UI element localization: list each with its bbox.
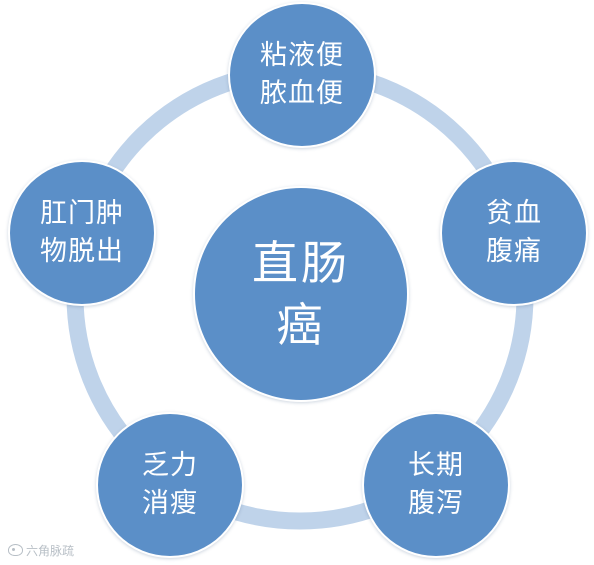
node-label-line: 消瘦 — [142, 488, 198, 519]
watermark-text: 六角脉疏 — [26, 543, 75, 558]
symptom-node-anal-mass-prolapse: 肛门肿 物脱出 — [8, 160, 156, 306]
symptom-node-anemia-abdominal-pain: 贫血 腹痛 — [440, 160, 588, 306]
node-label-line: 贫血 — [486, 198, 542, 229]
center-label-line: 癌 — [276, 298, 326, 352]
node-label-line: 腹泻 — [408, 488, 464, 519]
center-node-rectal-cancer: 直肠 癌 — [193, 186, 409, 402]
node-label-line: 肛门肿 — [40, 198, 124, 229]
node-label-line: 腹痛 — [486, 236, 542, 267]
node-label-line: 长期 — [408, 450, 464, 481]
symptom-node-chronic-diarrhea: 长期 腹泻 — [362, 412, 510, 558]
center-label-line: 直肠 — [252, 236, 350, 290]
node-label-line: 脓血便 — [260, 78, 344, 109]
symptom-node-mucus-bloody-stool: 粘液便 脓血便 — [228, 2, 376, 148]
symptom-node-fatigue-weight-loss: 乏力 消瘦 — [96, 412, 244, 558]
node-label-line: 乏力 — [142, 450, 198, 481]
node-label-line: 物脱出 — [40, 236, 124, 267]
watermark: 六角脉疏 — [8, 540, 74, 560]
node-label-line: 粘液便 — [260, 40, 344, 71]
wechat-icon — [8, 544, 23, 556]
